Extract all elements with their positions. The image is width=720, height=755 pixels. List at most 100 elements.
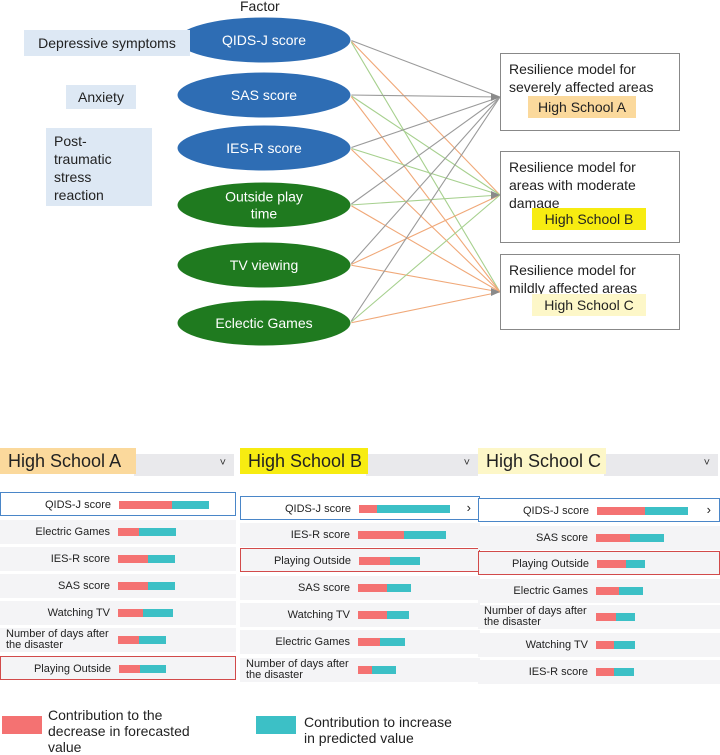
connector-line	[349, 39, 501, 293]
chevron-down-icon[interactable]: ˅	[463, 457, 470, 469]
school-select[interactable]: ˅	[604, 454, 718, 476]
increase-bar	[386, 611, 409, 619]
feature-label: Watching TV	[525, 639, 588, 651]
school-title: High School B	[240, 448, 368, 474]
category-depressive-symptoms: Depressive symptoms	[24, 30, 190, 56]
feature-label: Number of days after the disaster	[6, 628, 109, 651]
category-ptsr: Post- traumatic stress reaction	[46, 128, 152, 206]
factor-label: Outside play	[225, 189, 303, 205]
feature-label: SAS score	[58, 580, 110, 592]
model-box-severe: Resilience model for severely affected a…	[500, 53, 680, 131]
increase-bar	[138, 636, 167, 644]
increase-bar	[147, 582, 176, 590]
feature-row: Number of days after the disaster	[0, 628, 236, 652]
feature-row: SAS score	[478, 526, 720, 550]
school-select[interactable]: ˅	[134, 454, 234, 476]
feature-row: Playing Outside	[240, 548, 480, 572]
feature-label: Electric Games	[513, 585, 588, 597]
decrease-bar	[358, 584, 387, 592]
feature-label: Number of days after the disaster	[246, 658, 349, 681]
increase-bar	[377, 505, 450, 513]
connector-line	[349, 39, 501, 98]
feature-label: IES-R score	[290, 529, 350, 541]
feature-row: IES-R score	[478, 660, 720, 684]
chevron-right-icon[interactable]: ›	[706, 502, 711, 517]
connector-line	[349, 96, 501, 324]
connector-line	[349, 194, 501, 266]
factor-ellipse	[176, 241, 352, 289]
connector-line	[349, 194, 501, 324]
connector-line	[349, 204, 501, 293]
connector-line	[349, 96, 501, 266]
category-line: traumatic	[54, 151, 112, 167]
feature-row: SAS score	[0, 574, 236, 598]
factor-label: IES-R score	[226, 140, 302, 156]
feature-row: Electric Games	[0, 520, 236, 544]
decrease-bar	[118, 528, 139, 536]
increase-bar	[372, 666, 396, 674]
feature-label: QIDS-J score	[522, 505, 589, 517]
increase-bar	[390, 557, 421, 565]
chevron-down-icon[interactable]: ˅	[703, 457, 710, 469]
increase-bar	[139, 665, 166, 673]
factor-heading: Factor	[240, 0, 280, 14]
legend-increase-label: Contribution to increase in predicted va…	[304, 714, 452, 746]
factor-label: Eclectic Games	[215, 315, 312, 331]
increase-bar	[625, 560, 646, 568]
category-line: Post-	[54, 133, 87, 149]
increase-bar	[619, 587, 643, 595]
legend-line: Contribution to increase	[304, 714, 452, 730]
feature-row: QIDS-J score	[0, 492, 236, 516]
feature-row: QIDS-J score ›	[478, 498, 720, 522]
connector-line	[349, 94, 501, 293]
chevron-right-icon[interactable]: ›	[466, 500, 471, 515]
increase-bar	[380, 638, 405, 646]
connector-line	[349, 291, 501, 324]
feature-row: Electric Games	[478, 579, 720, 603]
decrease-bar	[596, 668, 615, 676]
increase-bar	[629, 534, 664, 542]
decrease-bar	[358, 638, 381, 646]
feature-row: Watching TV	[240, 603, 480, 627]
feature-label: Number of days after the disaster	[484, 605, 587, 628]
feature-row: IES-R score	[240, 523, 480, 547]
decrease-bar	[119, 665, 140, 673]
decrease-bar	[358, 531, 404, 539]
feature-label: Playing Outside	[511, 558, 589, 570]
feature-row: Playing Outside	[0, 656, 236, 680]
arrowhead	[491, 93, 500, 101]
connector-lines	[349, 39, 501, 324]
increase-bar	[142, 609, 173, 617]
decrease-bar	[118, 582, 148, 590]
model-text-line: Resilience model for	[509, 262, 636, 278]
school-select[interactable]: ˅	[366, 454, 478, 476]
increase-bar	[386, 584, 412, 592]
decrease-bar	[596, 613, 616, 621]
legend-increase-swatch	[256, 716, 296, 734]
factor-ellipse	[176, 124, 352, 172]
factor-label: SAS score	[231, 87, 297, 103]
factor-label: QIDS-J score	[222, 32, 306, 48]
feature-label: IES-R score	[50, 553, 110, 565]
factor-label: time	[251, 206, 278, 222]
decrease-bar	[596, 587, 620, 595]
increase-bar	[614, 668, 634, 676]
connector-line	[349, 147, 501, 196]
decrease-bar	[358, 666, 373, 674]
legend-line: Contribution to the	[48, 707, 163, 723]
model-text-line: severely affected areas	[509, 79, 654, 95]
category-label: Anxiety	[78, 89, 124, 105]
connector-line	[349, 96, 501, 206]
increase-bar	[172, 501, 209, 509]
feature-label: Electric Games	[35, 526, 110, 538]
feature-row: Number of days after the disaster	[240, 658, 480, 682]
category-line: reaction	[54, 187, 104, 203]
factor-label: TV viewing	[230, 257, 298, 273]
feature-row: SAS score	[240, 576, 480, 600]
decrease-bar	[596, 641, 615, 649]
chevron-down-icon[interactable]: ˅	[219, 457, 226, 469]
feature-row: Watching TV	[0, 601, 236, 625]
decrease-bar	[597, 560, 626, 568]
connector-line	[349, 94, 501, 196]
increase-bar	[614, 641, 635, 649]
